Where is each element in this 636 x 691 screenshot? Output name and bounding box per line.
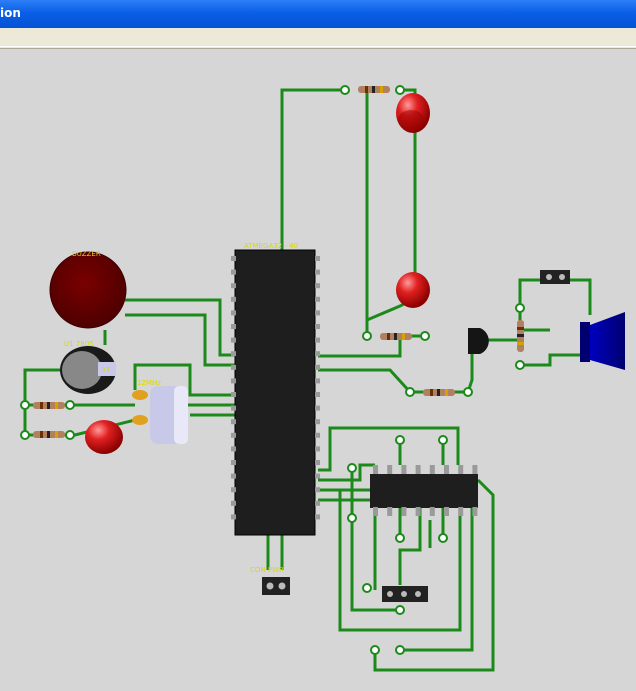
buzzer-component[interactable]: BUZZER bbox=[49, 250, 127, 329]
resistor bbox=[517, 320, 524, 352]
mcu-pin bbox=[315, 337, 320, 343]
led-middle[interactable] bbox=[396, 272, 430, 308]
mcu-pin bbox=[231, 432, 236, 438]
mcu-label: ATMEGA32 - 40 bbox=[244, 242, 298, 250]
ic2-pins bbox=[373, 465, 478, 516]
mcu-pin bbox=[315, 446, 320, 452]
mcu-pin bbox=[315, 283, 320, 289]
mcu-pin bbox=[315, 364, 320, 370]
led-left[interactable] bbox=[85, 420, 123, 454]
ic2-pin bbox=[373, 465, 378, 474]
mcu-pin bbox=[315, 310, 320, 316]
pads bbox=[20, 85, 525, 655]
connector-label: CON PWR bbox=[250, 566, 284, 574]
resistor bbox=[33, 431, 65, 438]
mcu-pin bbox=[315, 514, 320, 520]
resistor bbox=[380, 333, 412, 340]
mcu-pin bbox=[315, 419, 320, 425]
mcu-pin bbox=[315, 378, 320, 384]
mcu-pin bbox=[315, 324, 320, 329]
mcu-pin bbox=[231, 514, 236, 520]
crystal-component[interactable]: 12MHz bbox=[132, 379, 188, 444]
mcu-pin bbox=[315, 460, 320, 465]
resistor bbox=[423, 389, 455, 396]
mcu-pin bbox=[315, 256, 320, 261]
regulator-label: U1 7805 bbox=[64, 340, 94, 348]
resistor bbox=[33, 402, 65, 409]
connector-power[interactable]: CON PWR bbox=[250, 566, 290, 595]
ic2-pin bbox=[415, 507, 421, 516]
mcu-pin bbox=[315, 269, 320, 275]
ic2-pin bbox=[472, 465, 478, 474]
mcu-pin bbox=[231, 378, 236, 384]
pcb-canvas[interactable]: BUZZER 33 U1 7805 12MHz ATMEGA32 - 40 bbox=[0, 50, 636, 691]
mcu-pin bbox=[315, 392, 320, 397]
ic2-pin bbox=[387, 465, 393, 474]
transistor[interactable] bbox=[468, 328, 489, 354]
ic2-pin bbox=[401, 465, 407, 474]
mcu-pin bbox=[315, 473, 320, 479]
resistors bbox=[33, 86, 524, 438]
mcu-pin bbox=[315, 487, 320, 493]
ic2-pin bbox=[429, 465, 435, 474]
mcu-pin bbox=[315, 351, 320, 357]
pcb-drawing: BUZZER 33 U1 7805 12MHz ATMEGA32 - 40 bbox=[20, 85, 625, 672]
mcu-pin bbox=[231, 392, 236, 397]
crystal-label: 12MHz bbox=[137, 379, 161, 387]
resistor bbox=[358, 86, 390, 93]
ic2-pin bbox=[444, 465, 449, 474]
toolbar bbox=[0, 28, 636, 49]
ic2-pin bbox=[415, 465, 421, 474]
mcu-pin bbox=[231, 324, 236, 329]
ic2-pin bbox=[472, 507, 478, 516]
copper-traces bbox=[23, 88, 592, 672]
ic2-chip[interactable] bbox=[370, 474, 478, 508]
mcu-pin bbox=[231, 351, 236, 357]
mcu-pin bbox=[315, 500, 320, 506]
ic2-pin bbox=[429, 507, 435, 516]
cap-label: 33 bbox=[101, 366, 110, 374]
ic2-pin bbox=[458, 465, 464, 474]
ic2-pin bbox=[458, 507, 464, 516]
mcu-pin bbox=[315, 405, 320, 411]
led-top[interactable] bbox=[396, 93, 430, 133]
mcu-pin bbox=[231, 364, 236, 370]
mcu-pin bbox=[231, 460, 236, 465]
mcu-pin bbox=[231, 269, 236, 275]
regulator-component[interactable]: 33 U1 7805 bbox=[60, 340, 116, 394]
window-titlebar[interactable]: ion bbox=[0, 0, 636, 29]
mcu-chip[interactable]: ATMEGA32 - 40 bbox=[234, 242, 316, 536]
speaker-component[interactable] bbox=[580, 312, 625, 370]
mcu-pin bbox=[231, 419, 236, 425]
mcu-pin bbox=[231, 337, 236, 343]
ic2-pin bbox=[444, 507, 449, 516]
mcu-pin bbox=[231, 283, 236, 289]
mcu-pin bbox=[231, 296, 236, 302]
connector-top-right[interactable] bbox=[540, 270, 570, 284]
mcu-pin bbox=[231, 405, 236, 411]
mcu-pin bbox=[231, 487, 236, 493]
ic2-pin bbox=[401, 507, 407, 516]
mcu-pin bbox=[231, 500, 236, 506]
mcu-pins bbox=[231, 256, 320, 520]
window-title: ion bbox=[0, 6, 21, 20]
mcu-pin bbox=[231, 256, 236, 261]
ic2-pin bbox=[387, 507, 393, 516]
buzzer-label: BUZZER bbox=[72, 250, 101, 258]
mcu-pin bbox=[315, 296, 320, 302]
mcu-pin bbox=[231, 446, 236, 452]
mcu-pin bbox=[315, 432, 320, 438]
mcu-pin bbox=[231, 310, 236, 316]
mcu-pin bbox=[231, 473, 236, 479]
ic2-pin bbox=[373, 507, 378, 516]
connector-bottom[interactable] bbox=[382, 586, 428, 602]
